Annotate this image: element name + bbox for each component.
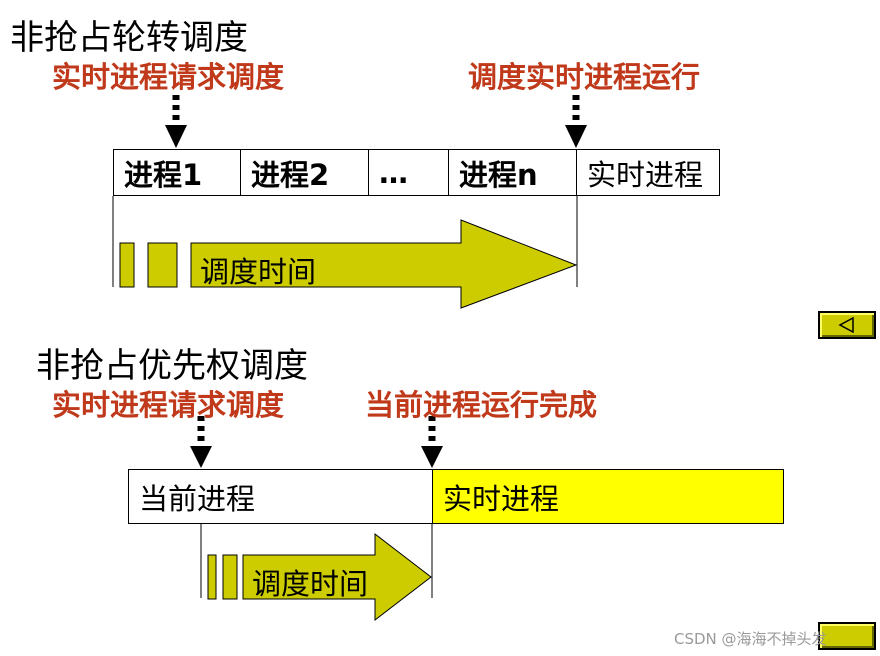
scheduling-time-label-bottom: 调度时间	[252, 567, 369, 601]
realtime-process-box-bottom: 实时进程	[432, 469, 784, 524]
process-slot-ellipsis: …	[368, 149, 449, 196]
tick-bar-2-top	[147, 242, 178, 288]
forward-button[interactable]	[818, 622, 876, 650]
watermark: CSDN @海海不掉头发	[674, 630, 827, 648]
process-slot-1: 进程1	[113, 149, 241, 196]
priority-finish-label: 当前进程运行完成	[365, 388, 598, 422]
tick-bar-2-bottom	[222, 554, 238, 600]
finish-pointer-bottom	[421, 416, 443, 468]
triangle-left-icon	[838, 317, 854, 333]
current-process-box: 当前进程	[128, 469, 433, 524]
round-robin-run-label: 调度实时进程运行	[468, 60, 701, 94]
scheduling-arrow-bottom	[242, 532, 432, 622]
scheduling-arrow-top	[190, 219, 578, 309]
scheduling-time-label-top: 调度时间	[200, 255, 317, 289]
round-robin-request-label: 实时进程请求调度	[52, 60, 285, 94]
realtime-process-box-top: 实时进程	[576, 149, 720, 196]
run-pointer-top	[565, 95, 587, 148]
process-slot-2: 进程2	[240, 149, 369, 196]
tick-bar-1-bottom	[207, 554, 217, 600]
request-pointer-bottom	[190, 416, 212, 468]
priority-request-label: 实时进程请求调度	[52, 388, 285, 422]
priority-title: 非抢占优先权调度	[36, 346, 308, 386]
process-slot-n: 进程n	[448, 149, 577, 196]
back-button[interactable]	[818, 311, 876, 339]
request-pointer-top	[165, 95, 187, 148]
round-robin-title: 非抢占轮转调度	[10, 18, 248, 58]
tick-bar-1-top	[119, 242, 135, 288]
